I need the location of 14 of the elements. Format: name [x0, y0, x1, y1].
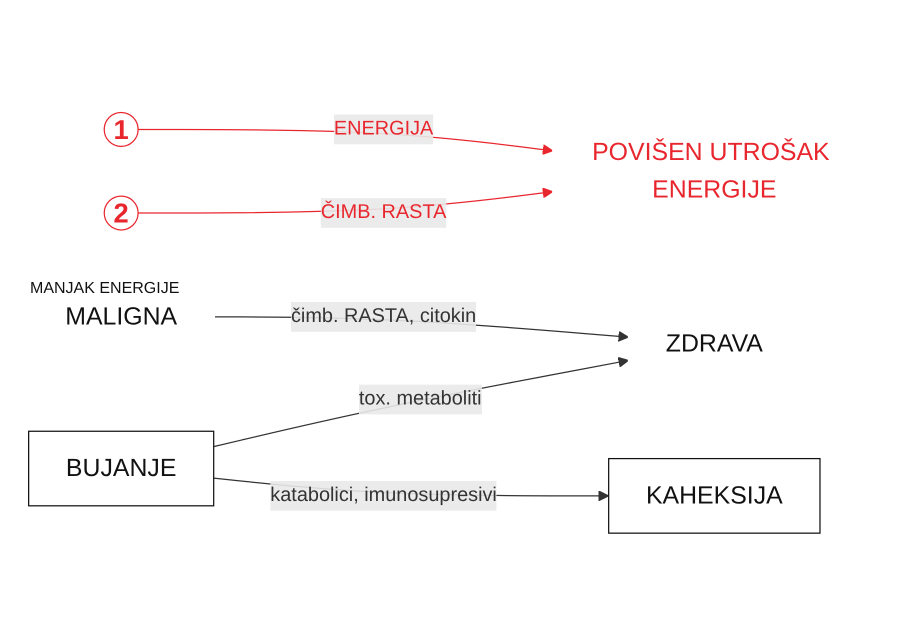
arrow	[214, 356, 630, 448]
edge-label: tox. metaboliti	[358, 388, 482, 410]
node-circle: 2	[104, 195, 139, 231]
edge-label: katabolici, imunosupresivi	[270, 484, 497, 506]
node-box: BUJANJE	[28, 430, 214, 506]
edge-label: čimb. RASTA, citokin	[291, 306, 476, 327]
node-text: ZDRAVA	[666, 330, 763, 358]
edge-label: ENERGIJA	[334, 118, 434, 140]
node-circle: 1	[104, 112, 139, 147]
note-text: MANJAK ENERGIJE	[30, 280, 180, 298]
node-text: POVIŠEN UTROŠAK ENERGIJE	[592, 138, 830, 204]
edge-label: ČIMB. RASTA	[320, 202, 446, 223]
node-box: KAHEKSIJA	[608, 458, 821, 534]
node-text: MALIGNA	[65, 303, 178, 331]
